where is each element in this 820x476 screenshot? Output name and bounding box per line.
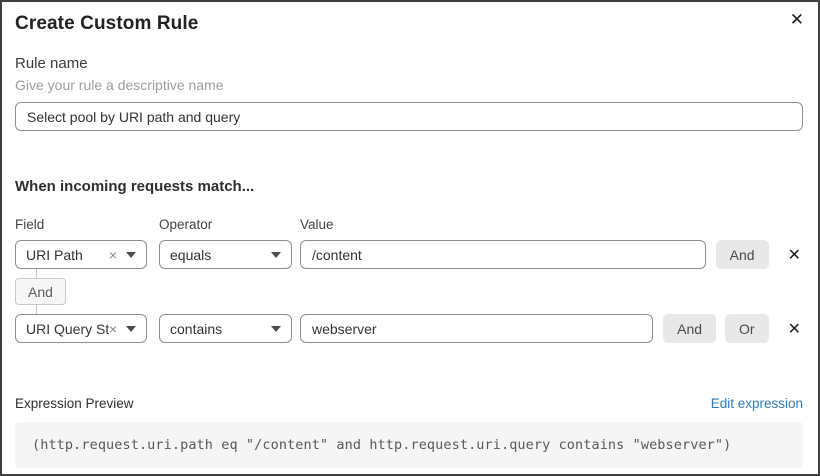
match-section-heading: When incoming requests match... [15,178,255,195]
condition-row: URI Query St... × contains And Or ✕ [15,314,803,343]
expression-code-text: (http.request.uri.path eq "/content" and… [32,437,732,453]
and-button[interactable]: And [663,314,717,343]
clear-icon[interactable]: × [108,320,117,337]
rule-name-label: Rule name [15,55,88,72]
chevron-down-icon [271,325,281,332]
chevron-down-icon [126,251,136,258]
remove-row-icon[interactable]: ✕ [787,318,801,338]
operator-select-value: contains [170,320,223,337]
field-select-value: URI Query St... [26,320,109,337]
expression-preview-label: Expression Preview [15,396,134,411]
operator-select[interactable]: equals [159,240,292,269]
clear-icon[interactable]: × [108,246,117,263]
operator-column-label: Operator [159,217,213,232]
field-select-value: URI Path [26,246,83,263]
remove-row-icon[interactable]: ✕ [787,244,801,264]
expression-preview-header: Expression Preview Edit expression [15,395,803,412]
field-select[interactable]: URI Path × [15,240,147,269]
field-column-label: Field [15,217,45,232]
operator-select-value: equals [170,246,212,263]
value-input[interactable] [300,314,654,343]
condition-row: URI Path × equals And ✕ [15,240,803,269]
condition-connector: And [15,269,803,314]
close-icon[interactable]: ✕ [789,10,804,30]
connector-line [36,304,37,314]
expression-code-block: (http.request.uri.path eq "/content" and… [15,422,803,468]
value-column-label: Value [300,217,334,232]
condition-column-labels: Field Operator Value [15,217,803,233]
edit-expression-link[interactable]: Edit expression [710,396,803,411]
field-select[interactable]: URI Query St... × [15,314,147,343]
rule-name-helper-text: Give your rule a descriptive name [15,77,224,93]
chevron-down-icon [126,325,136,332]
and-button[interactable]: And [715,240,769,269]
chevron-down-icon [271,251,281,258]
value-input[interactable] [300,240,706,269]
connector-line [36,269,37,278]
connector-and-badge: And [15,278,66,305]
dialog-title: Create Custom Rule [15,13,199,34]
rule-name-input[interactable] [15,102,803,131]
or-button[interactable]: Or [725,314,769,343]
operator-select[interactable]: contains [159,314,292,343]
